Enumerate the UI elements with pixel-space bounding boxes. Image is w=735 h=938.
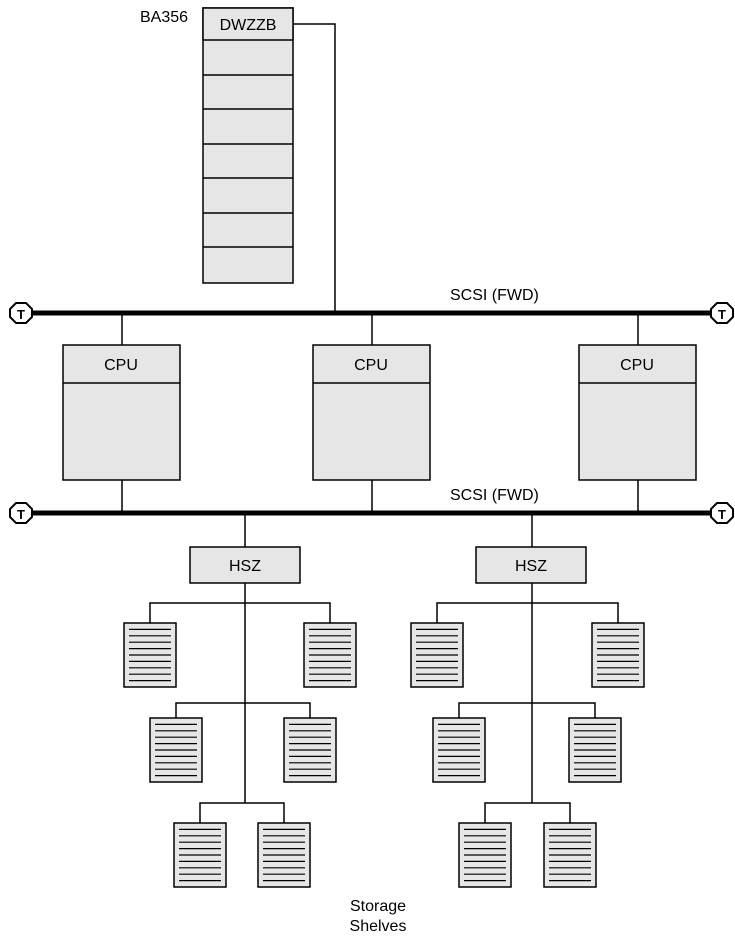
terminator-label: T (718, 307, 726, 322)
storage-shelf (458, 822, 512, 888)
storage-shelf (568, 717, 622, 783)
hsz-controller (189, 546, 301, 584)
scsi-bus-upper: SCSI (FWD) T T (9, 287, 734, 324)
storage-caption-line1: Storage (350, 898, 406, 915)
enclosure-body (202, 7, 294, 284)
cpu-label: CPU (354, 357, 388, 374)
hsz-tree-left: HSZ (149, 513, 331, 823)
cpu-label: CPU (104, 357, 138, 374)
hsz-label: HSZ (515, 558, 547, 575)
cpu-box (62, 344, 181, 481)
cpu-node: CPU (62, 313, 181, 513)
terminator-left: T (9, 502, 33, 524)
storage-shelf (283, 717, 337, 783)
storage-shelf (543, 822, 597, 888)
scsi-bus-lower: SCSI (FWD) T T (9, 487, 734, 524)
hsz-label: HSZ (229, 558, 261, 575)
hsz-tree-right: HSZ (436, 513, 619, 823)
cpu-node: CPU (578, 313, 697, 513)
storage-shelf (173, 822, 227, 888)
storage-shelf (410, 622, 464, 688)
terminator-label: T (17, 307, 25, 322)
enclosure-label: BA356 (140, 9, 188, 26)
cpu-box (312, 344, 431, 481)
terminator-right: T (710, 302, 734, 324)
dwzzb-label: DWZZB (220, 17, 277, 34)
storage-shelf (303, 622, 357, 688)
cpu-node: CPU (312, 313, 431, 513)
terminator-right: T (710, 502, 734, 524)
bus-label: SCSI (FWD) (450, 287, 539, 304)
storage-shelf (591, 622, 645, 688)
dwzzb-connector (293, 23, 336, 313)
bus-label: SCSI (FWD) (450, 487, 539, 504)
storage-caption-line2: Shelves (350, 918, 407, 935)
hsz-controller (475, 546, 587, 584)
storage-shelf (432, 717, 486, 783)
ba356-enclosure: DWZZB (202, 7, 294, 284)
dwzzb-module (202, 7, 294, 41)
terminator-left: T (9, 302, 33, 324)
storage-shelf (257, 822, 311, 888)
storage-shelf (123, 622, 177, 688)
storage-shelf (149, 717, 203, 783)
cpu-label: CPU (620, 357, 654, 374)
terminator-label: T (17, 507, 25, 522)
terminator-label: T (718, 507, 726, 522)
storage-shelves (123, 622, 645, 888)
